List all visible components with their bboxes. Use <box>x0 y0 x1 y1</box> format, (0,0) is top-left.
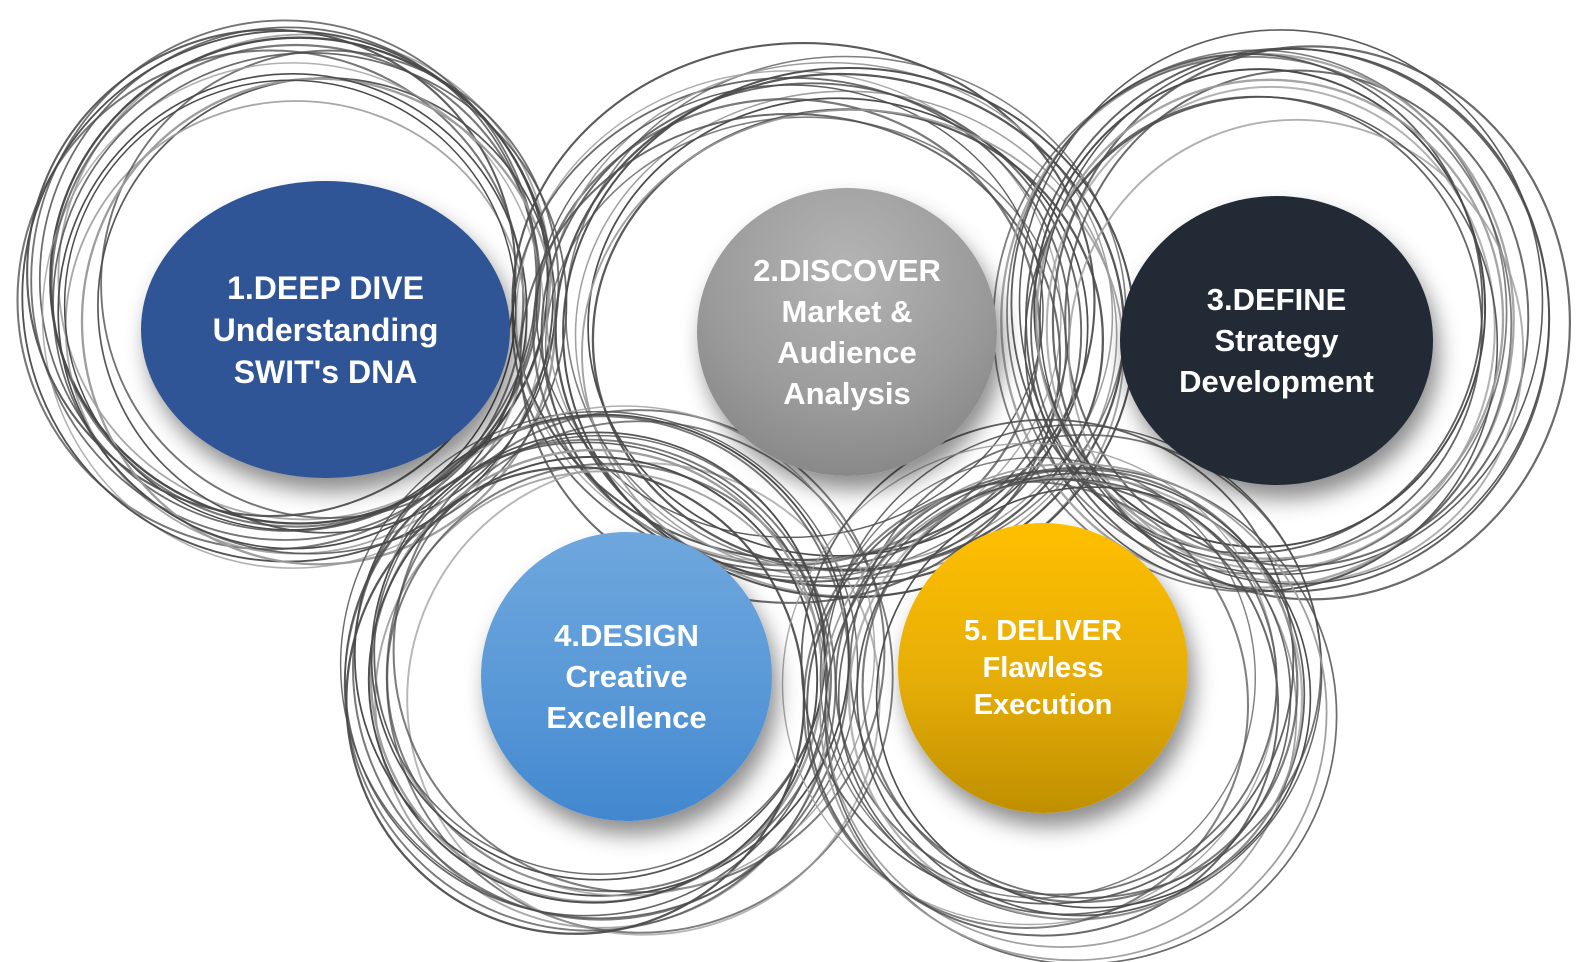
scribble-ring <box>339 410 859 919</box>
scribble-ring <box>370 431 826 881</box>
step-1-deep-dive: 1.DEEP DIVE Understanding SWIT's DNA <box>141 181 510 478</box>
step-1-subtitle-line-2: SWIT's DNA <box>233 353 418 390</box>
step-3-title: 3.DEFINE <box>1206 282 1347 317</box>
scribble-ring <box>30 19 540 541</box>
scribble-ring <box>352 415 850 921</box>
scribble-ring <box>38 26 538 532</box>
scribble-ring <box>26 28 517 518</box>
scribble-ring <box>392 409 886 894</box>
step-2-subtitle-line-3: Analysis <box>783 376 911 411</box>
scribble-ring <box>41 62 545 569</box>
scribble-ring <box>824 466 1338 962</box>
step-1-title: 1.DEEP DIVE <box>227 269 424 306</box>
step-4-design: 4.DESIGN Creative Excellence <box>481 532 772 821</box>
scribble-ring <box>1025 47 1551 593</box>
scribble-ring <box>1033 68 1487 548</box>
step-2-title: 2.DISCOVER <box>753 253 941 288</box>
step-1-subtitle-line-1: Understanding <box>212 311 439 348</box>
step-3-define: 3.DEFINE Strategy Development <box>1120 196 1433 485</box>
scribble-ring <box>848 475 1304 921</box>
step-4-title: 4.DESIGN <box>554 618 699 653</box>
step-3-subtitle-line-2: Development <box>1179 364 1374 399</box>
step-2-subtitle-line-2: Audience <box>777 335 917 370</box>
step-2-discover: 2.DISCOVER Market & Audience Analysis <box>697 188 997 476</box>
scribble-ring <box>837 478 1292 916</box>
step-5-deliver: 5. DELIVER Flawless Execution <box>898 523 1188 813</box>
scribble-ring <box>587 97 1089 557</box>
scribble-ring <box>1018 29 1544 576</box>
scribble-ring <box>1045 85 1496 571</box>
step-5-subtitle-line-2: Execution <box>973 688 1113 721</box>
scribble-ring <box>519 112 1062 604</box>
scribble-ring <box>100 49 560 519</box>
scribble-ring <box>50 43 542 528</box>
scribble-ring <box>875 486 1312 909</box>
scribble-ring <box>63 79 517 531</box>
step-5-title: 5. DELIVER <box>964 614 1122 647</box>
scribble-ring <box>856 472 1306 917</box>
step-4-subtitle-line-2: Excellence <box>546 700 707 735</box>
scribble-ring <box>819 462 1328 962</box>
step-3-subtitle-line-1: Strategy <box>1214 323 1339 358</box>
step-2-subtitle-line-1: Market & <box>781 294 913 329</box>
scribble-ring <box>819 456 1257 899</box>
scribble-ring <box>367 455 819 904</box>
scribble-ring <box>861 468 1299 904</box>
scribble-ring <box>834 470 1278 896</box>
step-4-subtitle-line-1: Creative <box>565 659 688 694</box>
scribble-ring <box>57 72 528 550</box>
scribble-ring <box>16 49 525 551</box>
step-5-subtitle-line-1: Flawless <box>982 651 1104 684</box>
rings-step-5 <box>781 418 1338 962</box>
